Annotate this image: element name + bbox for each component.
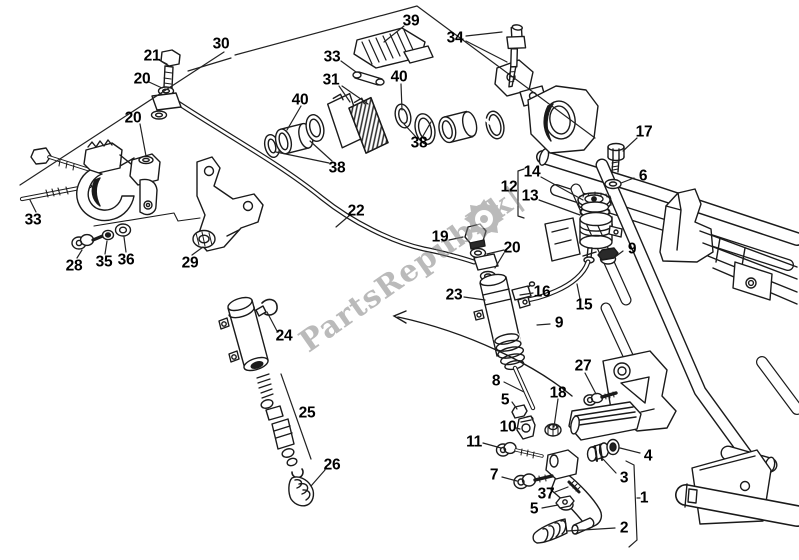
part-label-12: 12 — [500, 178, 518, 196]
part-label-27: 27 — [574, 357, 592, 375]
hose-clamp-16 — [511, 281, 536, 301]
part-label-22: 22 — [347, 202, 365, 220]
part-label-34: 34 — [446, 29, 464, 47]
part-label-28: 28 — [65, 257, 83, 275]
pad-clip-33 — [352, 71, 385, 86]
part-label-19: 19 — [431, 228, 449, 246]
part-label-33: 33 — [323, 48, 341, 66]
part-label-13: 13 — [521, 187, 539, 205]
part-label-37: 37 — [537, 485, 555, 503]
brake-hose-22 — [175, 100, 477, 265]
part-label-38: 38 — [410, 134, 428, 152]
circlip-38 — [485, 110, 505, 140]
rear-caliper-assembly — [19, 139, 264, 252]
banjo-elbow-20 — [473, 253, 499, 271]
part-label-16: 16 — [533, 283, 551, 301]
part-label-17: 17 — [635, 123, 653, 141]
part-label-9: 9 — [627, 240, 637, 258]
part-label-23: 23 — [445, 286, 463, 304]
bracket-29 — [196, 156, 264, 252]
part-label-15: 15 — [575, 296, 593, 314]
part-label-33: 33 — [24, 211, 42, 229]
part-label-1: 1 — [639, 489, 649, 507]
part-label-20: 20 — [503, 239, 521, 257]
piston-40-left — [274, 122, 314, 155]
seal-38 — [394, 103, 412, 129]
banjo-bolt-21 — [150, 49, 182, 120]
caliper-half — [494, 59, 599, 154]
master-cylinder-23 — [464, 223, 562, 440]
part-label-29: 29 — [181, 254, 199, 272]
part-label-36: 36 — [117, 251, 135, 269]
part-label-40: 40 — [390, 68, 408, 86]
clevis-10 — [516, 415, 536, 440]
pedal-rubber-2 — [532, 518, 568, 544]
part-label-20: 20 — [124, 109, 142, 127]
bolt-17 — [607, 142, 625, 173]
bolt-27 — [583, 391, 618, 406]
part-label-4: 4 — [643, 447, 653, 465]
bolt-11 — [495, 441, 544, 459]
locknut-5 — [511, 404, 528, 419]
part-label-24: 24 — [275, 327, 293, 345]
part-label-26: 26 — [323, 456, 341, 474]
spring-plate-39 — [353, 27, 434, 69]
part-label-30: 30 — [212, 35, 230, 53]
part-label-8: 8 — [491, 372, 501, 390]
piston-kit-25 — [256, 373, 304, 479]
part-label-20: 20 — [133, 70, 151, 88]
bushing-3 — [586, 442, 610, 462]
part-label-14: 14 — [523, 163, 541, 181]
part-label-6: 6 — [638, 167, 648, 185]
part-label-10: 10 — [499, 418, 517, 436]
washer-36 — [114, 223, 132, 237]
bolt-28 — [71, 233, 107, 250]
part-label-31: 31 — [322, 71, 340, 89]
part-label-5: 5 — [500, 391, 510, 409]
part-label-9: 9 — [554, 314, 564, 332]
nut-18 — [544, 423, 562, 437]
caliper-explosion — [263, 24, 599, 158]
part-label-38: 38 — [328, 159, 346, 177]
part-label-11: 11 — [466, 433, 482, 451]
direction-arrow — [392, 310, 573, 397]
boot-26 — [288, 476, 315, 507]
part-label-3: 3 — [619, 469, 629, 487]
part-label-25: 25 — [298, 404, 316, 422]
stud-37 — [567, 480, 581, 494]
nut-9-upper — [597, 247, 619, 265]
washer-6 — [604, 178, 622, 190]
part-label-7: 7 — [489, 466, 499, 484]
bolt-7 — [513, 473, 554, 490]
brake-pedal-group — [495, 438, 620, 544]
part-label-35: 35 — [95, 253, 113, 271]
clip-24 — [261, 298, 278, 316]
part-label-5: 5 — [529, 500, 539, 518]
piston-40-right — [438, 110, 478, 144]
part-label-21: 21 — [143, 47, 161, 65]
fluid-reservoir — [511, 142, 625, 304]
part-label-39: 39 — [402, 12, 420, 30]
leader-lines — [19, 5, 641, 548]
nut-5-lower — [555, 495, 575, 511]
brake-pad-31b — [348, 96, 389, 154]
part-label-2: 2 — [619, 519, 629, 537]
cylinder-rebuild-kit — [218, 296, 315, 507]
part-label-40: 40 — [291, 91, 309, 109]
bleed-valve-34 — [506, 24, 527, 88]
part-label-18: 18 — [549, 384, 567, 402]
